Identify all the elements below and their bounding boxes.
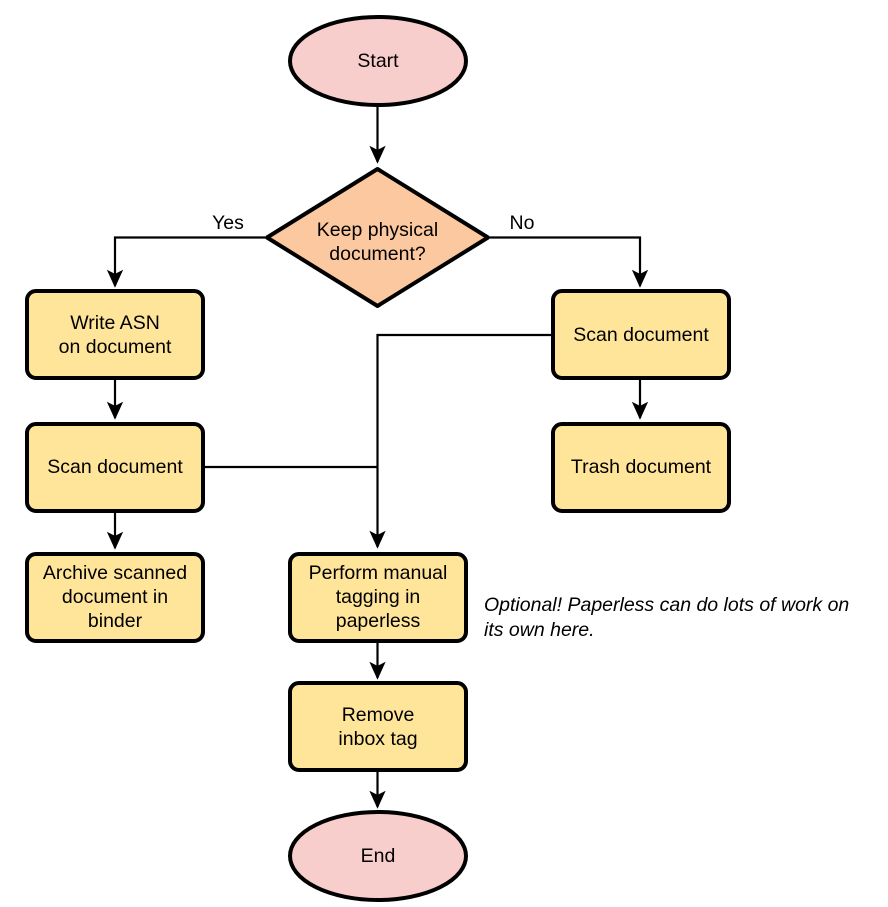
decision-label-line2: document? [329, 243, 426, 265]
node-scan-document-left[interactable]: Scan document [25, 422, 205, 513]
scan-document-left-label: Scan document [47, 456, 183, 478]
annotation-line1: Optional! Paperless can do lots of work … [484, 594, 849, 616]
archive-label-line1: Archive scanned [43, 562, 187, 584]
remove-inbox-tag-box [288, 681, 468, 772]
node-remove-inbox-tag[interactable]: Remove inbox tag [288, 681, 468, 772]
perform-manual-tagging-box [288, 552, 468, 643]
tagging-label-line1: Perform manual [309, 562, 448, 584]
decision-label-line1: Keep physical [317, 219, 438, 241]
annotation-optional-paperless: Optional! Paperless can do lots of work … [484, 594, 849, 641]
start-ellipse [288, 15, 468, 107]
write-asn-box [25, 289, 205, 380]
remove-inbox-tag-label-line2: inbox tag [338, 728, 417, 750]
node-start[interactable]: Start [288, 15, 468, 107]
edge-decision-no-to-scan-right [490, 236, 649, 288]
edges-group [106, 105, 649, 809]
scan-document-right-box [551, 289, 731, 380]
node-scan-document-right[interactable]: Scan document [551, 289, 731, 380]
tagging-label-line3: paperless [336, 610, 421, 632]
trash-document-box [551, 422, 731, 513]
node-write-asn[interactable]: Write ASN on document [25, 289, 205, 380]
edge-scan-right-to-tagging [369, 333, 553, 549]
end-label: End [361, 845, 396, 867]
edge-decision-yes-to-write-asn [106, 236, 265, 288]
trash-document-label: Trash document [571, 456, 712, 478]
node-archive-scanned-document[interactable]: Archive scanned document in binder [25, 552, 205, 643]
edge-label-yes: Yes [212, 212, 244, 234]
start-label: Start [357, 50, 399, 72]
edge-labels-group: Yes No [212, 212, 535, 234]
tagging-label-line2: tagging in [336, 586, 421, 608]
scan-document-right-label: Scan document [573, 324, 709, 346]
archive-label-line2: document in [62, 586, 168, 608]
edge-label-no: No [510, 212, 535, 234]
archive-box [25, 552, 205, 643]
end-ellipse [288, 810, 468, 902]
decision-diamond [265, 167, 490, 308]
node-end[interactable]: End [288, 810, 468, 902]
node-perform-manual-tagging[interactable]: Perform manual tagging in paperless [288, 552, 468, 643]
write-asn-label-line1: Write ASN [70, 312, 160, 334]
scan-document-left-box [25, 422, 205, 513]
node-keep-physical-document-decision[interactable]: Keep physical document? [265, 167, 490, 308]
annotation-line2: its own here. [484, 619, 595, 641]
remove-inbox-tag-label-line1: Remove [342, 704, 415, 726]
node-trash-document[interactable]: Trash document [551, 422, 731, 513]
write-asn-label-line2: on document [59, 336, 172, 358]
archive-label-line3: binder [88, 610, 143, 632]
